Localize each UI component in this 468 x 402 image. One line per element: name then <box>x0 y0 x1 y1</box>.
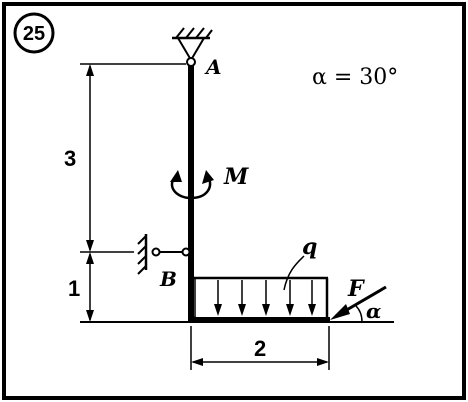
force-arrowhead <box>330 304 350 320</box>
dimension-arrow-up <box>86 252 94 264</box>
link-support-b <box>137 234 191 275</box>
hatch-line <box>185 27 195 39</box>
hatch-line <box>137 265 147 275</box>
load-arrowhead <box>214 304 222 316</box>
hinge-pin-a <box>186 57 196 67</box>
load-arrowhead <box>308 304 316 316</box>
dimension-arrow-down <box>86 310 94 322</box>
condition-text: α = 30° <box>312 65 398 90</box>
problem-number-badge: 25 <box>13 12 55 54</box>
dimension-horizontal-length: 2 <box>254 336 266 361</box>
label-load: q <box>302 234 317 260</box>
label-moment: M <box>223 164 249 190</box>
problem-number: 25 <box>23 23 45 45</box>
link-pin-left <box>151 247 161 257</box>
problem-number-circle <box>13 12 55 54</box>
support-a-leg-right <box>190 37 205 61</box>
hatch-line <box>205 29 213 39</box>
moment-curve <box>170 175 212 200</box>
dimension-arrow-up <box>86 64 94 76</box>
label-force: F <box>347 276 365 302</box>
hatch-line <box>195 27 205 39</box>
moment-arrow <box>170 170 214 200</box>
load-arrowhead <box>262 304 270 316</box>
moment-arrowhead-right <box>202 170 214 184</box>
angle-arc <box>355 305 363 323</box>
hatch-line <box>137 255 147 265</box>
dimension-arrow-down <box>86 240 94 252</box>
dimension-lower-height: 1 <box>68 276 80 301</box>
link-pin-right <box>181 247 191 257</box>
label-point-b: B <box>159 267 177 291</box>
hatch-line <box>137 245 147 255</box>
dimension-upper-height: 3 <box>64 146 76 171</box>
distributed-load <box>191 255 329 318</box>
hatch-line <box>137 235 147 245</box>
dimension-arrow-left <box>191 358 203 366</box>
force-f <box>330 285 387 323</box>
label-angle: α <box>366 299 381 323</box>
label-point-a: A <box>204 55 222 79</box>
support-a-leg-left <box>177 37 192 61</box>
moment-arrowhead-left <box>170 170 182 182</box>
dimension-arrow-right <box>317 358 329 366</box>
hatch-line <box>175 27 185 39</box>
load-arrowhead <box>286 304 294 316</box>
load-leader-line <box>283 255 305 291</box>
load-arrowhead <box>238 304 246 316</box>
